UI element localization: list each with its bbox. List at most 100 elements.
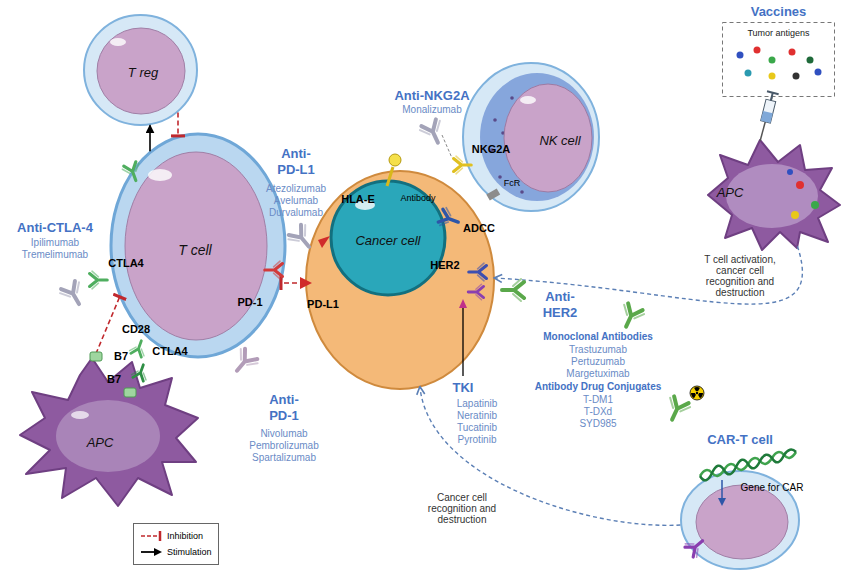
cell-outline-part bbox=[498, 175, 502, 179]
cell-outline-part bbox=[331, 181, 445, 295]
drug-name: Lapatinib bbox=[457, 398, 498, 410]
her2-receptors-part bbox=[462, 302, 463, 376]
tumor-antigens-part bbox=[769, 57, 776, 64]
molecule-label: HLA-E bbox=[341, 193, 375, 206]
cell-label: T cell bbox=[178, 242, 211, 258]
adcc-antibody bbox=[437, 188, 500, 230]
ctla4-receptors-part bbox=[122, 161, 145, 184]
drug-class: Anti- PD-L1 bbox=[274, 146, 318, 178]
drug-class: Anti- PD-1 bbox=[262, 392, 306, 424]
tumor-antigens-part bbox=[815, 69, 822, 76]
checkpoint-antibodies-part bbox=[229, 347, 260, 378]
nk-cell: NK cell bbox=[462, 62, 600, 212]
ctla4-receptors-part bbox=[131, 362, 151, 382]
molecule-label: Antibody bbox=[400, 193, 435, 204]
drug-name: Durvalumab bbox=[269, 207, 323, 219]
drug-name: Trastuzumab bbox=[569, 344, 627, 356]
node-heading: CAR-T cell bbox=[707, 432, 773, 447]
syringe bbox=[760, 91, 779, 123]
anti-her2-antibodies-part bbox=[502, 279, 524, 301]
car-gene-part bbox=[700, 450, 796, 481]
drug-name: Tremelimumab bbox=[22, 249, 88, 261]
legend-sample-part bbox=[141, 551, 155, 553]
anti-her2-antibodies bbox=[502, 279, 704, 424]
flow-arrow bbox=[420, 388, 680, 526]
legend-sample-part bbox=[159, 531, 162, 541]
molecule-label: FcR bbox=[504, 178, 521, 189]
cancer-cell: Cancer cell bbox=[305, 170, 495, 390]
drug-name: Ipilimumab bbox=[31, 237, 79, 249]
anti-her2-antibodies-part bbox=[616, 302, 645, 331]
drug-name: Pyrotinib bbox=[458, 434, 497, 446]
cell-outline-part bbox=[463, 63, 599, 211]
legend-text: Inhibition bbox=[167, 531, 203, 541]
drug-name: SYD985 bbox=[579, 418, 616, 430]
drug-class: Anti-CTLA-4 bbox=[17, 220, 93, 236]
hla-e-nkg2a-part bbox=[442, 135, 452, 158]
legend-row: Inhibition bbox=[140, 528, 212, 544]
cell-outline-part bbox=[125, 152, 267, 340]
her2-receptors bbox=[459, 263, 486, 376]
cell-outline-part bbox=[504, 84, 592, 192]
drug-name: T-DM1 bbox=[583, 394, 613, 406]
cell-label: Cancer cell bbox=[355, 233, 420, 248]
tumor-antigens-part bbox=[789, 49, 796, 56]
legend-sample bbox=[140, 531, 163, 541]
pd1-pdl1-part bbox=[265, 261, 283, 279]
drug-class: TKI bbox=[453, 380, 474, 396]
anti-her2-antibodies-part bbox=[695, 391, 699, 395]
apc-cell: APC bbox=[706, 140, 840, 250]
node-heading: Vaccines bbox=[751, 4, 807, 19]
edge-label: Cancer cell recognition and destruction bbox=[421, 492, 503, 525]
ctla4-receptors-part bbox=[129, 338, 149, 358]
anti-her2-antibodies-part bbox=[690, 386, 704, 400]
car-gene-part bbox=[718, 498, 726, 506]
her2-receptors-part bbox=[468, 284, 483, 299]
inhibition-line bbox=[177, 113, 179, 136]
molecule-label: CTLA4 bbox=[152, 345, 187, 358]
checkpoint-antibodies-part bbox=[58, 280, 88, 310]
tumor-antigens bbox=[737, 47, 822, 80]
anti-her2-antibodies-part bbox=[662, 395, 691, 424]
anti-her2-antibodies-part bbox=[691, 387, 703, 398]
edge-label: T cell activation, cancer cell recogniti… bbox=[694, 254, 786, 298]
syringe-part bbox=[761, 99, 776, 123]
anti-her2-antibodies-part bbox=[696, 392, 698, 394]
ctla4-receptors-part bbox=[90, 271, 108, 289]
tumor-antigens-part bbox=[754, 47, 761, 54]
tumor-antigens-part bbox=[737, 52, 744, 59]
pd1-pdl1 bbox=[265, 236, 330, 289]
cell-outline-part bbox=[510, 96, 514, 100]
treg-cell: T reg bbox=[83, 14, 198, 126]
pd1-pdl1-part bbox=[300, 277, 312, 289]
cell-outline bbox=[305, 170, 495, 390]
tumor-antigens-part bbox=[807, 57, 814, 64]
car-gene bbox=[683, 450, 796, 559]
presented-antigens-part bbox=[791, 211, 799, 219]
adcc-antibody-part bbox=[437, 207, 461, 231]
drug-name: Tucatinib bbox=[457, 422, 497, 434]
legend-sample bbox=[140, 547, 163, 557]
molecule-label: B7 bbox=[107, 373, 121, 386]
molecule-label: ADCC bbox=[463, 222, 495, 235]
drug-name: Pertuzumab bbox=[571, 356, 625, 368]
cell-label: APC bbox=[87, 435, 114, 450]
hla-e-nkg2a bbox=[387, 135, 471, 186]
cell-outline-part bbox=[520, 190, 524, 194]
presented-antigens-part bbox=[796, 181, 804, 189]
drug-name: Monalizumab bbox=[402, 104, 461, 116]
vaccine-box: VaccinesTumor antigens bbox=[722, 22, 835, 97]
cell-outline-part bbox=[708, 140, 840, 250]
hla-e-nkg2a-part bbox=[389, 154, 401, 166]
drug-name: Avelumab bbox=[274, 195, 318, 207]
flow-arrow bbox=[495, 246, 802, 304]
cell-outline-part bbox=[493, 118, 497, 122]
molecule-label: PD-L1 bbox=[307, 298, 339, 311]
hla-e-nkg2a-part bbox=[387, 167, 393, 186]
syringe-part bbox=[761, 111, 773, 123]
b7-ligands bbox=[90, 352, 136, 397]
b7-ligands-part bbox=[90, 352, 102, 361]
cell-label: NK cell bbox=[539, 133, 580, 148]
drug-name: Nivolumab bbox=[260, 428, 307, 440]
molecule-label: PD-1 bbox=[237, 296, 262, 309]
